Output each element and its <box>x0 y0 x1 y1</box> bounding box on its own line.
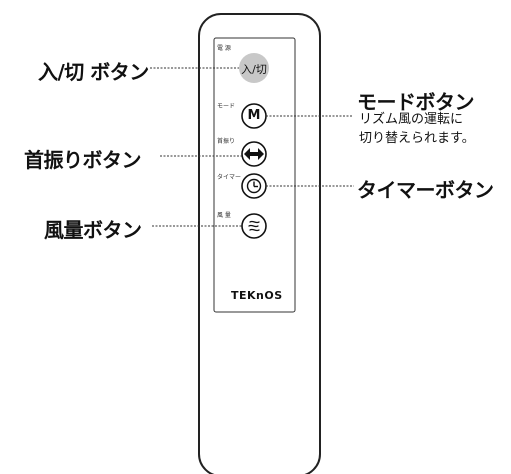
wind-callout: 風量ボタン <box>44 218 142 242</box>
wind-icon <box>248 220 260 232</box>
wind-label: 風 量 <box>217 212 231 219</box>
power-button-label: 入/切 <box>241 63 267 76</box>
mode-button-label: M <box>247 108 261 123</box>
mode-callout: モードボタン <box>357 90 475 114</box>
clock-icon <box>246 178 262 194</box>
swing-callout: 首振りボタン <box>24 148 142 172</box>
power-callout: 入/切 ボタン <box>38 60 149 84</box>
power-label: 電 源 <box>217 45 231 52</box>
brand-logo: TEKnOS <box>231 289 283 302</box>
mode-description-line2: 切り替えられます。 <box>359 131 475 146</box>
timer-callout: タイマーボタン <box>357 178 494 202</box>
timer-label: タイマー <box>217 174 242 181</box>
double-arrow-icon <box>244 148 264 160</box>
mode-description-line1: リズム風の運転に <box>359 112 464 127</box>
mode-label: モード <box>217 103 236 110</box>
swing-label: 首振り <box>217 138 236 145</box>
power-button[interactable] <box>239 53 269 83</box>
